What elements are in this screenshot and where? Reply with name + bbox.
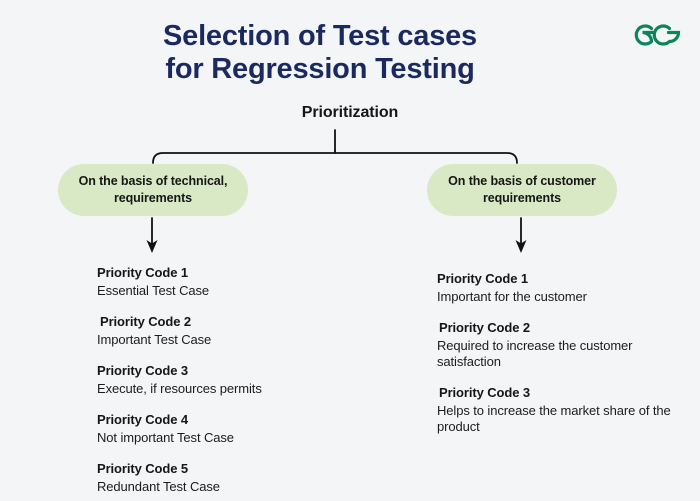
branch-pill-customer-line-1: On the basis of customer xyxy=(448,174,596,188)
priority-desc: Helps to increase the market share of th… xyxy=(437,403,671,434)
priority-desc: Required to increase the customer satisf… xyxy=(437,338,633,369)
list-item: Priority Code 3 Helps to increase the ma… xyxy=(437,384,687,435)
priority-code: Priority Code 3 xyxy=(97,363,188,378)
list-item: Priority Code 2 Important Test Case xyxy=(97,313,347,348)
priority-code: Priority Code 3 xyxy=(439,385,530,400)
root-node-label: Prioritization xyxy=(301,104,399,121)
branch-pill-customer-line-2: requirements xyxy=(482,191,561,205)
list-item: Priority Code 2 Required to increase the… xyxy=(437,319,687,370)
priority-code: Priority Code 5 xyxy=(97,461,188,476)
priority-code: Priority Code 1 xyxy=(437,271,528,286)
priority-code: Priority Code 2 xyxy=(439,320,530,335)
branch-pill-technical: On the basis of technical, requirements xyxy=(58,164,248,216)
list-item: Priority Code 1 Essential Test Case xyxy=(97,264,347,299)
page-title-line-2: for Regression Testing xyxy=(165,53,475,85)
branch-pill-technical-line-1: On the basis of technical, xyxy=(78,174,228,188)
branch-pill-technical-line-2: requirements xyxy=(113,191,192,205)
priority-desc: Important for the customer xyxy=(437,289,587,304)
priority-list-technical: Priority Code 1 Essential Test Case Prio… xyxy=(97,264,347,495)
list-item: Priority Code 1 Important for the custom… xyxy=(437,270,687,305)
priority-desc: Essential Test Case xyxy=(97,283,210,298)
priority-code: Priority Code 1 xyxy=(97,265,188,280)
priority-code: Priority Code 2 xyxy=(100,314,191,329)
arrowhead-right-icon xyxy=(515,240,527,253)
priority-desc: Important Test Case xyxy=(97,332,212,347)
geeksforgeeks-logo xyxy=(628,18,684,52)
priority-list-customer: Priority Code 1 Important for the custom… xyxy=(437,270,687,435)
list-item: Priority Code 5 Redundant Test Case xyxy=(97,460,347,495)
arrowhead-left-icon xyxy=(146,240,158,253)
page-title: Selection of Test cases for Regression T… xyxy=(0,20,640,86)
priority-code: Priority Code 4 xyxy=(97,412,188,427)
list-item: Priority Code 3 Execute, if resources pe… xyxy=(97,362,347,397)
priority-desc: Redundant Test Case xyxy=(97,479,220,494)
branch-pill-customer: On the basis of customer requirements xyxy=(427,164,617,216)
priority-desc: Execute, if resources permits xyxy=(97,381,262,396)
list-item: Priority Code 4 Not important Test Case xyxy=(97,411,347,446)
page-title-line-1: Selection of Test cases xyxy=(163,20,477,52)
connector-bracket xyxy=(152,152,518,164)
priority-desc: Not important Test Case xyxy=(97,430,234,445)
